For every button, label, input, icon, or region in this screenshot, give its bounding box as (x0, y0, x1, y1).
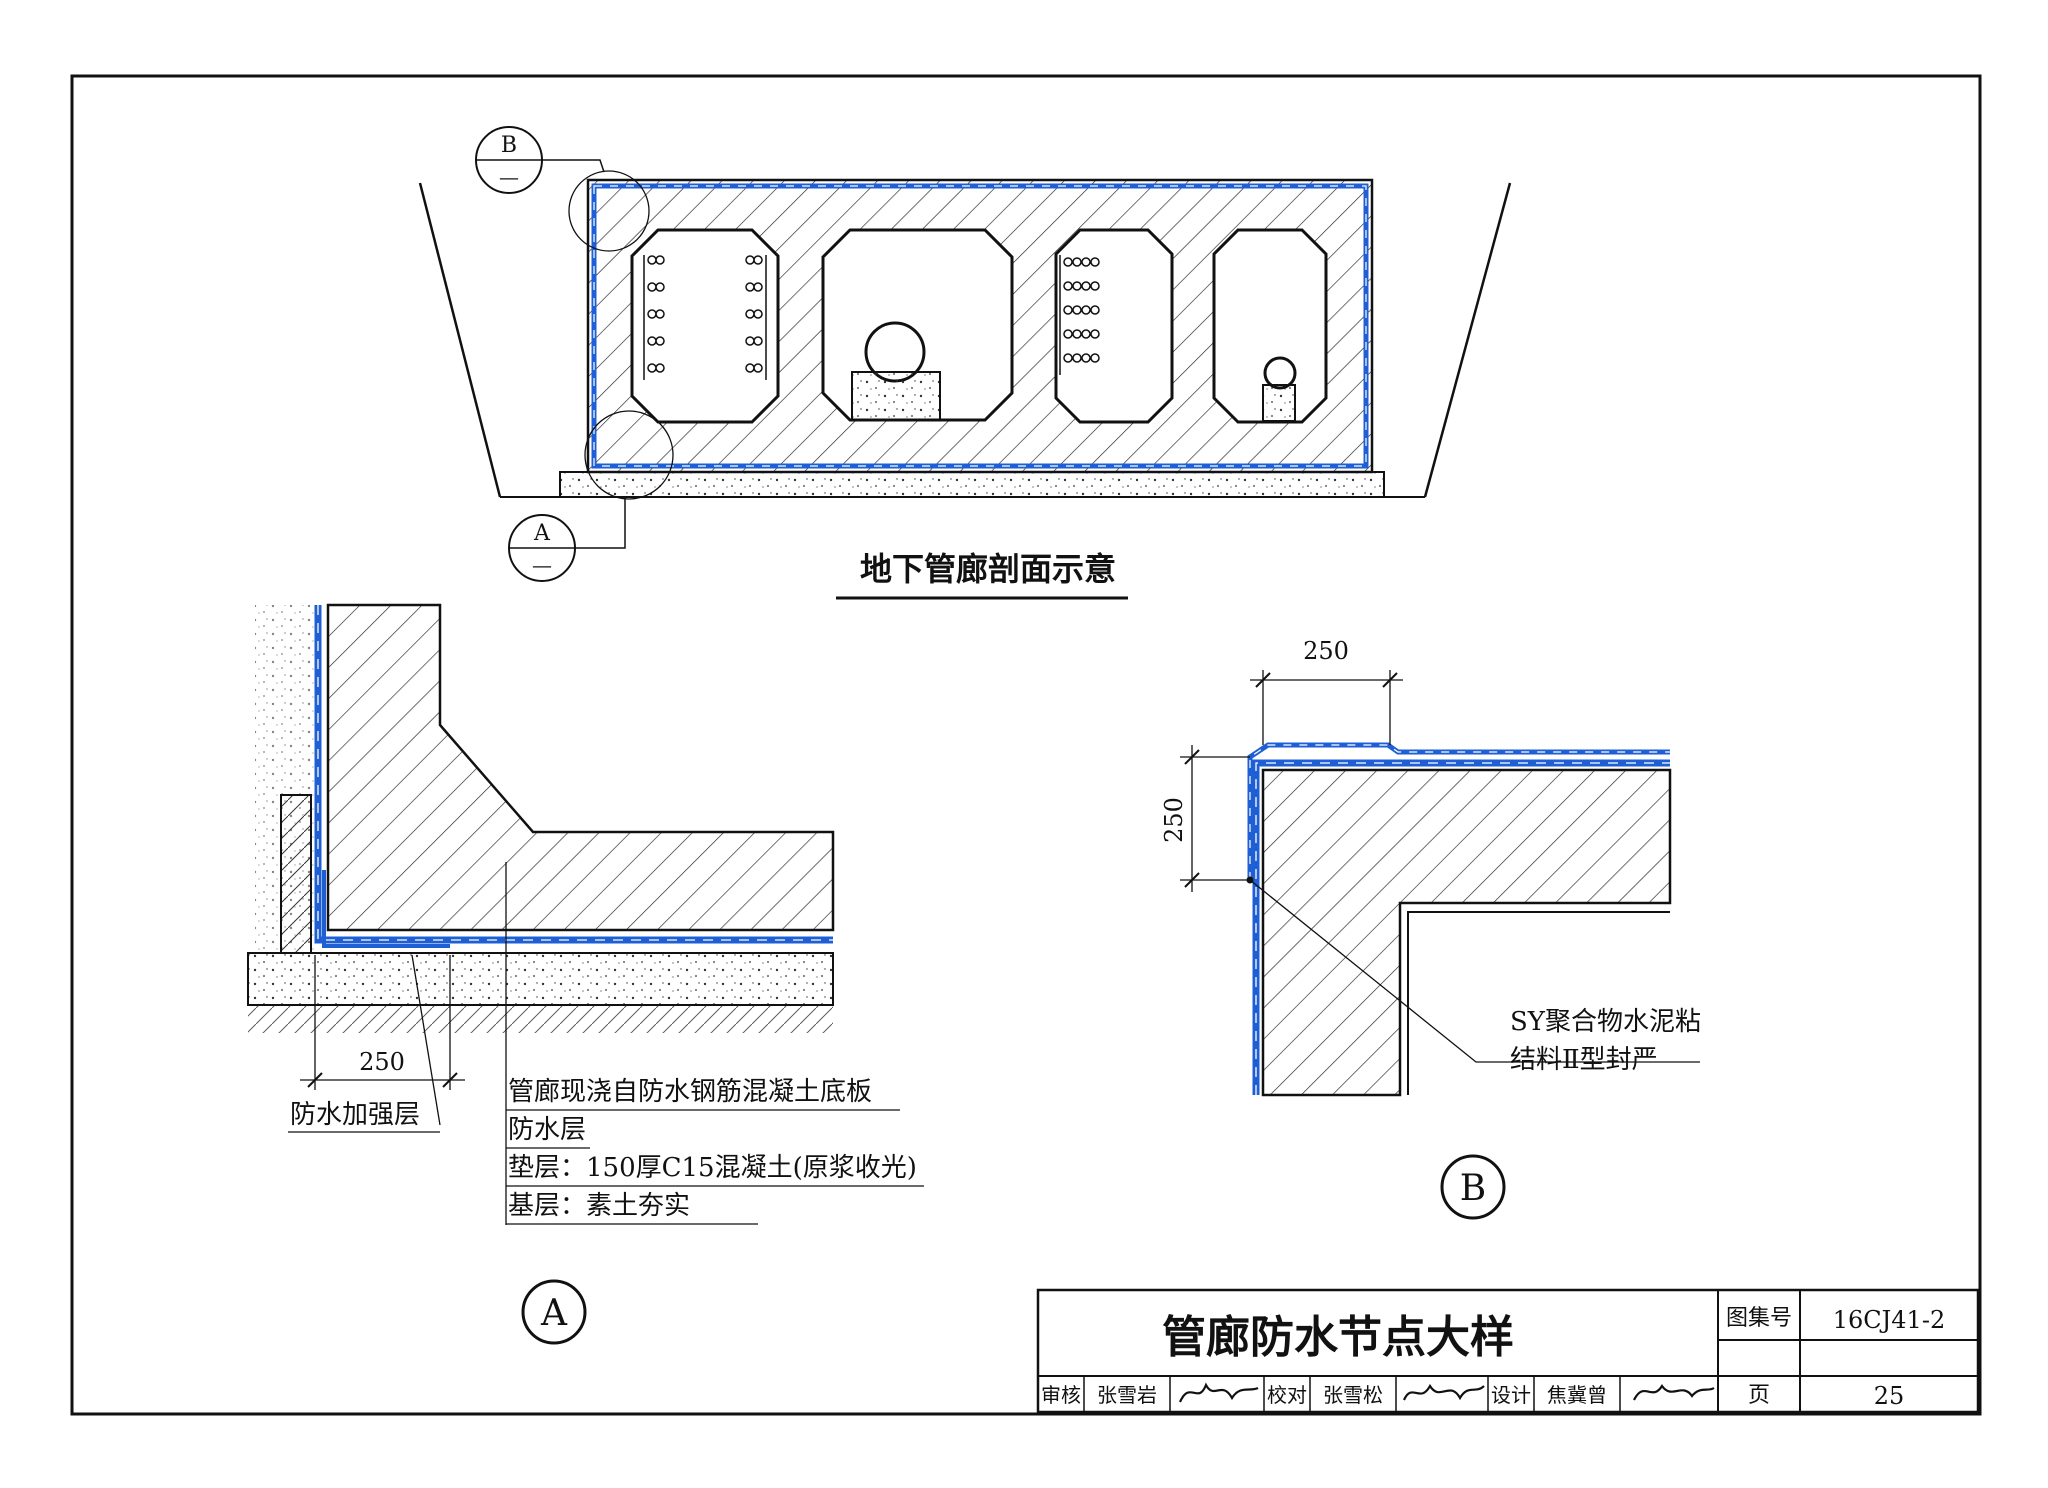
detail-a-note-4: 基层：素土夯实 (508, 1191, 690, 1221)
trench-left-slope (418, 182, 502, 498)
detail-a: 250 防水加强层 管廊现浇自防水钢筋混凝土底板 防水层 垫层：150厚C15混… (247, 603, 924, 1345)
cell-3 (1054, 228, 1174, 424)
detail-b-note-leader (1249, 879, 1700, 1063)
cable-tray-right (745, 255, 767, 380)
detail-b-note-line1: SY聚合物水泥粘 (1510, 1007, 1701, 1037)
check-label: 校对 (1267, 1383, 1307, 1407)
detail-b-dim-top: 250 (1303, 637, 1349, 665)
detail-b-top-tick-l (1255, 672, 1271, 688)
cell-4 (1212, 228, 1328, 424)
trench-right-slope (1423, 182, 1512, 498)
detail-a-dim-tick-r (442, 1072, 458, 1088)
cable-rack-cell3 (1059, 255, 1100, 375)
detail-a-membrane-dash (317, 605, 833, 941)
cable-tray-left (643, 255, 665, 380)
section-view: B — A — 地下管廊剖面示意 (418, 126, 1512, 600)
sheet-frame (70, 74, 1982, 1416)
main-title: 管廊防水节点大样 (1162, 1312, 1514, 1363)
detail-b-membrane-dash (1255, 762, 1670, 1095)
detail-a-reinforce-leader (411, 954, 441, 1126)
detail-a-protect-wall (280, 794, 312, 954)
detail-a-reinforce-label: 防水加强层 (290, 1100, 420, 1130)
design-label: 设计 (1491, 1383, 1531, 1407)
callout-a-leader (575, 497, 626, 549)
design-signature (1633, 1384, 1715, 1401)
detail-b-bubble (568, 170, 650, 252)
detail-a-soil-base (248, 1005, 833, 1033)
detail-b-side-tick-t (1184, 749, 1200, 765)
small-pipe-support (1262, 384, 1296, 422)
detail-b-inner-line (1407, 911, 1670, 1095)
callout-b-sub: — (499, 165, 519, 189)
detail-a-bubble (584, 410, 674, 500)
page-label: 页 (1748, 1383, 1770, 1408)
detail-a-marker-letter: A (540, 1293, 568, 1334)
callout-b-letter: B (501, 133, 517, 158)
detail-b-side-tick-b (1184, 872, 1200, 888)
detail-a-cushion (247, 952, 834, 1006)
detail-b: 250 250 SY聚合物水泥粘 结料Ⅱ型封严 B (1160, 637, 1701, 1220)
small-pipe (1263, 356, 1297, 390)
detail-b-top-tick-r (1382, 672, 1398, 688)
large-pipe-support (851, 371, 941, 421)
detail-a-note-3: 垫层：150厚C15混凝土(原浆收光) (508, 1153, 917, 1183)
detail-a-dim-250: 250 (359, 1048, 405, 1076)
detail-a-marker (521, 1279, 587, 1345)
design-name: 焦冀曾 (1547, 1383, 1607, 1407)
callout-a-sub: — (532, 553, 552, 577)
detail-a-concrete (326, 603, 835, 932)
detail-b-note-line2: 结料Ⅱ型封严 (1510, 1045, 1658, 1075)
callout-b-leader (540, 159, 605, 173)
page-value: 25 (1874, 1382, 1905, 1410)
cell-1 (630, 228, 780, 424)
detail-b-marker (1440, 1154, 1506, 1220)
detail-a-note-1: 管廊现浇自防水钢筋混凝土底板 (508, 1077, 872, 1107)
review-signature (1178, 1382, 1259, 1403)
detail-b-marker-letter: B (1460, 1168, 1486, 1209)
detail-b-reinforce-dash (1249, 744, 1670, 880)
membrane-dash (593, 185, 1367, 467)
section-title: 地下管廊剖面示意 (860, 550, 1116, 588)
detail-b-leader-dot (1246, 876, 1254, 884)
title-block: 管廊防水节点大样 图集号 16CJ41-2 页 25 审核 张雪岩 校对 张雪松… (1036, 1288, 1980, 1414)
detail-a-reinforce-layer (322, 870, 450, 948)
detail-b-concrete (1261, 768, 1672, 1097)
atlas-value: 16CJ41-2 (1833, 1306, 1945, 1334)
review-label: 审核 (1041, 1383, 1081, 1407)
check-signature (1402, 1383, 1485, 1401)
detail-a-dim-tick-l (307, 1072, 323, 1088)
review-name: 张雪岩 (1097, 1383, 1157, 1407)
detail-b-dim-side: 250 (1160, 797, 1188, 843)
cushion-slab (559, 471, 1385, 498)
check-name: 张雪松 (1323, 1383, 1383, 1407)
callout-a-letter: A (533, 521, 551, 546)
detail-a-note-2: 防水层 (508, 1115, 586, 1145)
atlas-label: 图集号 (1726, 1306, 1792, 1331)
title-block-frame (1036, 1288, 1980, 1414)
